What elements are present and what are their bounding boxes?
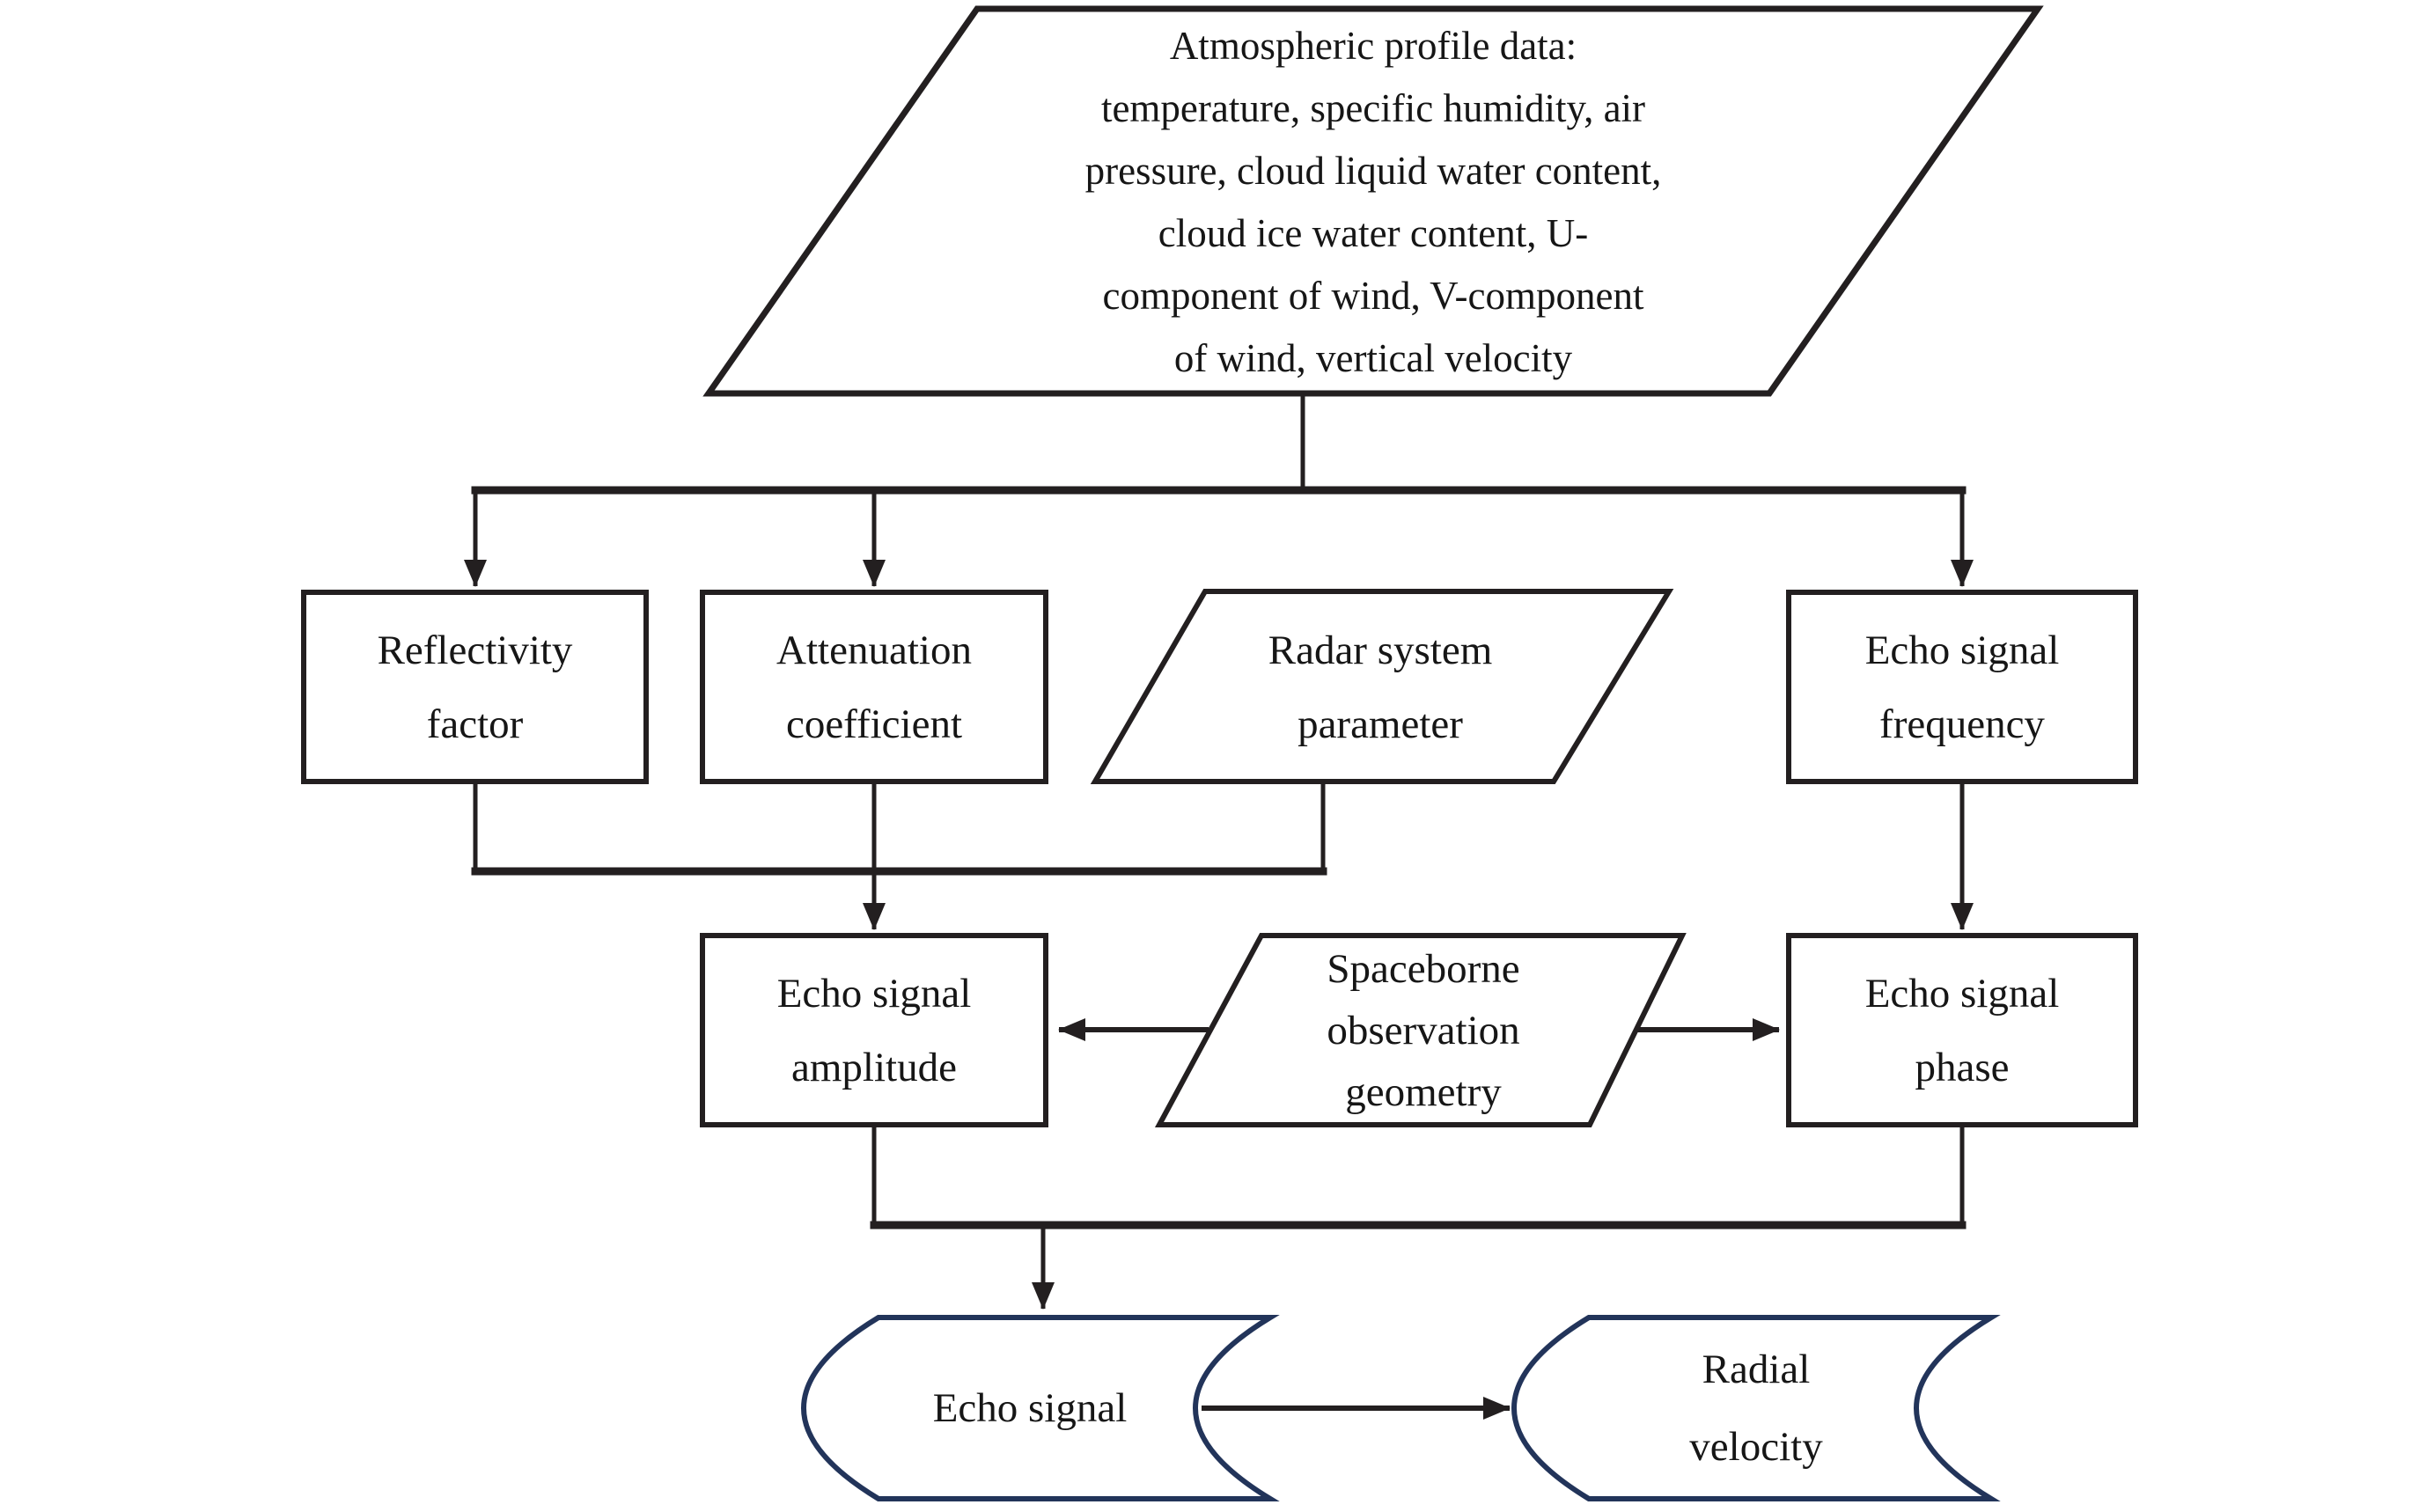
attenuation-coefficient-shape (700, 590, 1048, 784)
connector-group (464, 393, 1974, 1420)
radar-system-parameter-label: Radar system parameter (1268, 627, 1493, 747)
echo-signal-phase-label: Echo signal phase (1864, 970, 2060, 1090)
echo-signal-label: Echo signal (932, 1385, 1128, 1431)
echo-signal-frequency-label: Echo signal frequency (1864, 627, 2060, 747)
spaceborne-observation-geometry-shape (1154, 933, 1687, 1127)
spaceborne-observation-geometry-label: Spaceborne observation geometry (1327, 945, 1520, 1115)
echo-signal-phase-shape (1786, 933, 2138, 1127)
node-shape-group (301, 5, 2138, 1501)
echo-signal-amplitude-label: Echo signal amplitude (776, 970, 972, 1090)
atmospheric-profile-data-shape (702, 5, 2044, 397)
reflectivity-factor-label: Reflectivity factor (377, 627, 573, 747)
reflectivity-factor-shape (301, 590, 649, 784)
echo-signal-shape (801, 1315, 1280, 1501)
radial-velocity-shape (1511, 1315, 2001, 1501)
echo-signal-frequency-shape (1786, 590, 2138, 784)
attenuation-coefficient-label: Attenuation coefficient (776, 627, 972, 747)
radar-system-parameter-shape (1090, 589, 1674, 784)
radial-velocity-label: Radial velocity (1689, 1347, 1823, 1470)
echo-signal-amplitude-shape (700, 933, 1048, 1127)
atmospheric-profile-data-label: Atmospheric profile data: temperature, s… (1084, 24, 1662, 380)
